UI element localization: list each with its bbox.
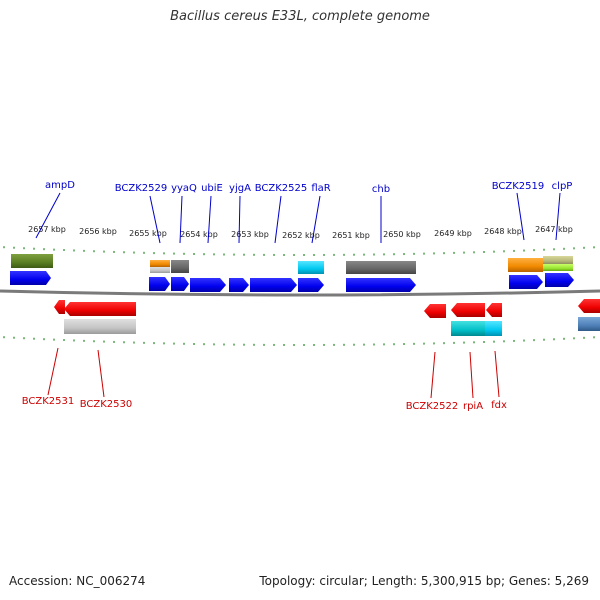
- genome-backbone: [0, 289, 600, 297]
- gene-label-flaR: flaR: [311, 183, 330, 194]
- scale-label: 2649 kbp: [434, 229, 472, 238]
- gene-label-BCZK2522: BCZK2522: [406, 401, 459, 412]
- gene-arrow-forward: [149, 277, 170, 291]
- gene-label-BCZK2519: BCZK2519: [492, 181, 545, 192]
- gene-label-fdx: fdx: [491, 400, 507, 411]
- reverse-gene-label-text: BCZK2531 BCZK2530 BCZK2522 rpiA fdx: [22, 396, 507, 412]
- annotation-block: [346, 261, 416, 274]
- annotation-block: [298, 261, 324, 274]
- map-title: Bacillus cereus E33L, complete genome: [170, 9, 430, 24]
- scale-label: 2657 kbp: [28, 225, 66, 234]
- annotation-block: [508, 258, 543, 272]
- scale-label: 2654 kbp: [180, 230, 218, 239]
- topology-text: Topology: circular; Length: 5,300,915 bp…: [259, 574, 589, 588]
- annotation-block: [64, 319, 136, 334]
- accession-text: Accession: NC_006274: [9, 574, 146, 588]
- scale-label: 2652 kbp: [282, 231, 320, 240]
- gene-arrow-forward: [10, 271, 51, 285]
- annotation-block: [485, 321, 502, 336]
- scale-label: 2647 kbp: [535, 225, 573, 234]
- scale-label: 2648 kbp: [484, 227, 522, 236]
- gene-label-BCZK2531: BCZK2531: [22, 396, 75, 407]
- scale-labels: 2657 kbp 2656 kbp 2655 kbp 2654 kbp 2653…: [28, 225, 573, 240]
- gene-label-BCZK2530: BCZK2530: [80, 399, 133, 410]
- scale-label: 2653 kbp: [231, 230, 269, 239]
- forward-gene-labels: [35, 192, 561, 244]
- annotation-block: [150, 267, 170, 273]
- scale-ticks-top: [3, 246, 595, 256]
- gene-arrow-forward: [298, 278, 324, 292]
- forward-annotation-track: [11, 254, 573, 274]
- gene-arrow-reverse: [486, 303, 502, 317]
- gene-label-ubiE: ubiE: [201, 183, 223, 194]
- annotation-block: [11, 254, 53, 268]
- gene-label-BCZK2525: BCZK2525: [255, 183, 308, 194]
- gene-arrow-forward: [171, 277, 189, 291]
- gene-label-clpP: clpP: [552, 181, 573, 192]
- gene-arrow-forward: [250, 278, 297, 292]
- gene-label-rpiA: rpiA: [463, 401, 483, 412]
- annotation-block: [578, 317, 600, 331]
- scale-label: 2650 kbp: [383, 230, 421, 239]
- annotation-block: [543, 264, 573, 271]
- annotation-block: [171, 260, 189, 273]
- gene-label-yjgA: yjgA: [229, 183, 251, 194]
- gene-arrow-forward: [509, 275, 543, 289]
- forward-gene-track: [10, 271, 574, 292]
- gene-arrow-forward: [545, 273, 574, 287]
- scale-ticks-bottom: [3, 336, 595, 346]
- scale-label: 2656 kbp: [79, 227, 117, 236]
- forward-gene-label-text: ampD BCZK2529 yyaQ ubiE yjgA BCZK2525 fl…: [45, 180, 572, 195]
- reverse-annotation-track: [64, 317, 600, 336]
- reverse-gene-track: [54, 299, 600, 318]
- scale-label: 2655 kbp: [129, 229, 167, 238]
- gene-label-ampD: ampD: [45, 180, 75, 191]
- reverse-gene-labels: [47, 347, 500, 399]
- scale-label: 2651 kbp: [332, 231, 370, 240]
- gene-arrow-forward: [190, 278, 226, 292]
- gene-arrow-reverse: [424, 304, 446, 318]
- gene-arrow-forward: [229, 278, 249, 292]
- gene-label-BCZK2529: BCZK2529: [115, 183, 168, 194]
- gene-arrow-reverse: [578, 299, 600, 313]
- annotation-block: [543, 256, 573, 264]
- gene-arrow-reverse: [54, 300, 65, 314]
- gene-arrow-reverse: [451, 303, 485, 317]
- gene-arrow-forward: [346, 278, 416, 292]
- annotation-block: [451, 321, 485, 336]
- gene-label-yyaQ: yyaQ: [171, 183, 197, 194]
- gene-label-chb: chb: [372, 184, 390, 195]
- annotation-block: [150, 260, 170, 267]
- gene-arrow-reverse: [64, 302, 136, 316]
